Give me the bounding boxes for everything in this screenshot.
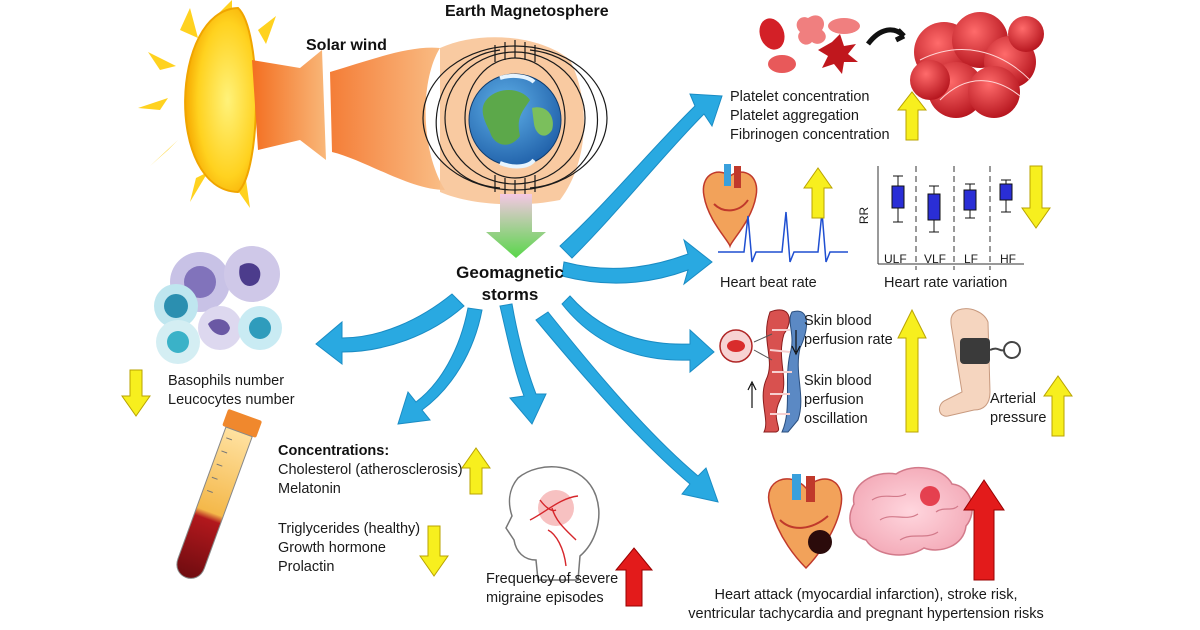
arterial-line1: Arterial [990,391,1036,407]
hrv-band-hf: HF [1000,252,1016,266]
platelet-label: Platelet concentration Platelet aggregat… [730,88,890,145]
blood-vessel-icon [719,309,808,433]
heart-attack-line1: Heart attack (myocardial infarction), st… [714,587,1018,603]
heart-attack-line2: ventricular tachycardia and pregnant hyp… [688,606,1044,622]
basophils-label: Basophils number Leucocytes number [168,372,295,410]
heart-rate-up-arrow-icon [803,167,833,219]
platelet-label-line1: Platelet concentration [730,89,870,105]
migraine-line1: Frequency of severe [486,571,619,587]
arrow-to-heart-attack-icon [535,311,719,503]
transition-arrow-icon [486,194,546,258]
basophils-line2: Leucocytes number [168,392,295,408]
blood-pressure-icon [939,308,1021,417]
migraine-up-arrow-icon [614,547,654,607]
arrow-to-heart-rate-icon [561,238,713,286]
skin-osc-line3: oscillation [804,411,868,427]
concentrations-up-arrow-icon [461,447,491,495]
heart-beat-rate-label: Heart beat rate [720,275,817,291]
heart-attack-icon [767,474,843,570]
skin-rate-label: Skin blood perfusion rate [804,312,893,350]
concentrations-title: Concentrations: [278,443,390,459]
skin-rate-line2: perfusion rate [804,332,893,348]
basophils-down-arrow-icon [121,369,151,417]
storms-label: Geomagnetic storms [445,262,575,306]
test-tube-icon [176,409,262,579]
concentrations-label: Concentrations: Cholesterol (atheroscler… [278,442,463,499]
migraine-label: Frequency of severe migraine episodes [486,570,618,608]
platelet-up-arrow-icon [896,91,928,141]
arterial-up-arrow-icon [1043,375,1073,437]
migraine-line2: migraine episodes [486,590,604,606]
flow-arrows [315,93,723,503]
magnetosphere-label: Earth Magnetosphere [445,3,609,20]
platelet-label-line2: Platelet aggregation [730,108,859,124]
skin-osc-line2: perfusion [804,392,864,408]
hrv-panel [877,166,1024,270]
hrv-down-arrow-icon [1021,165,1051,229]
concentrations-down-label: Triglycerides (healthy) Growth hormone P… [278,520,420,577]
heart-attack-up-arrow-icon [963,479,1005,581]
conc-down-line1: Triglycerides (healthy) [278,521,421,537]
arterial-line2: pressure [990,410,1047,426]
arrow-to-skin-icon [561,295,715,374]
indicator-arrows [121,91,1073,607]
arrow-to-migraine-icon [499,303,547,425]
heart-icon [702,164,758,249]
skin-up-arrow-icon [897,308,927,433]
conc-down-line2: Growth hormone [278,540,386,556]
hrv-band-vlf: VLF [924,252,947,266]
white-blood-cells-icon [154,246,282,364]
migraine-head-icon [505,466,600,581]
brain-icon [849,466,973,556]
conc-up-line1: Cholesterol (atherosclerosis) [278,462,463,478]
magnetic-field-lines-icon [422,40,608,198]
storms-label-line2: storms [481,285,539,304]
heart-attack-label: Heart attack (myocardial infarction), st… [676,586,1056,624]
hrv-axis-label: RR [857,206,872,225]
arterial-pressure-label: Arterial pressure [990,390,1046,428]
storms-label-line1: Geomagnetic [456,263,564,282]
skin-oscillation-label: Skin blood perfusion oscillation [804,372,872,429]
concentrations-down-arrow-icon [419,525,449,577]
earth-icon [468,73,562,169]
solar-wind-label: Solar wind [306,37,387,54]
heart-rate-variation-label: Heart rate variation [884,275,1008,291]
conc-up-line2: Melatonin [278,481,341,497]
hrv-band-lf: LF [964,252,979,266]
skin-osc-line1: Skin blood [804,373,872,389]
basophils-line1: Basophils number [168,373,285,389]
hrv-band-ulf: ULF [884,252,907,266]
arrow-to-platelets-icon [559,93,723,259]
platelet-cells-icon [759,12,1044,118]
ecg-trace-icon [718,211,848,263]
skin-rate-line1: Skin blood [804,313,872,329]
conc-down-line3: Prolactin [278,559,335,575]
arrow-to-basophils-icon [315,293,465,366]
platelet-label-line3: Fibrinogen concentration [730,127,890,143]
arrow-to-concentrations-icon [397,307,483,425]
